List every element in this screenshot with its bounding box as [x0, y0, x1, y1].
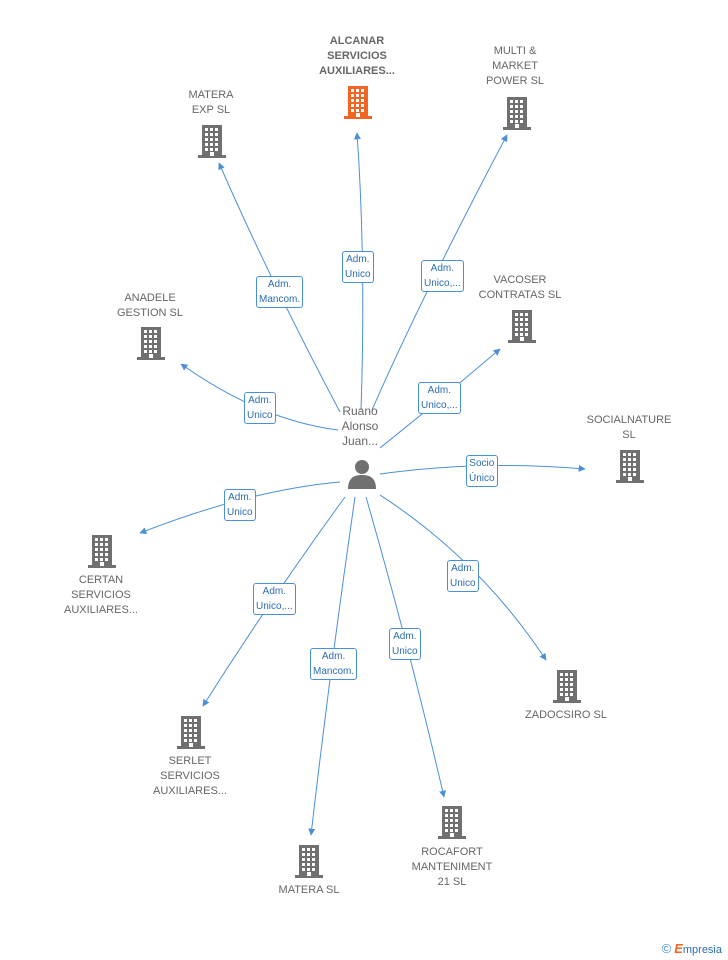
relation-label[interactable]: Adm. Unico	[224, 489, 256, 521]
relation-label[interactable]: Adm. Unico	[342, 251, 374, 283]
footer-brand: ©Empresia	[662, 941, 722, 956]
brand-name: mpresia	[682, 944, 722, 956]
relation-label[interactable]: Adm. Mancom.	[310, 648, 358, 680]
building-icon[interactable]	[293, 843, 325, 884]
building-icon[interactable]	[196, 123, 228, 164]
person-icon	[348, 460, 376, 489]
company-name[interactable]: SERLET SERVICIOS AUXILIARES...	[153, 755, 227, 797]
building-icon[interactable]	[175, 714, 207, 755]
building-icon[interactable]	[135, 325, 167, 366]
relation-label[interactable]: Adm. Unico	[389, 628, 421, 660]
company-name[interactable]: CERTAN SERVICIOS AUXILIARES...	[64, 574, 138, 616]
relation-label[interactable]: Adm. Unico,...	[418, 382, 461, 414]
company-name[interactable]: SOCIALNATURE SL	[586, 414, 672, 441]
company-name[interactable]: ANADELE GESTION SL	[116, 292, 184, 319]
company-name[interactable]: ZADOCSIRO SL	[525, 709, 607, 721]
company-name[interactable]: MULTI & MARKET POWER SL	[485, 45, 545, 87]
building-icon[interactable]	[501, 95, 533, 136]
copyright-icon: ©	[661, 941, 672, 956]
company-name[interactable]: MATERA SL	[278, 884, 340, 896]
company-name[interactable]: MATERA EXP SL	[188, 89, 234, 116]
building-icon[interactable]	[342, 84, 374, 125]
building-icon[interactable]	[86, 533, 118, 574]
building-icon[interactable]	[614, 448, 646, 489]
person-name[interactable]: Ruano Alonso Juan...	[341, 404, 379, 448]
brand-initial: E	[674, 941, 683, 956]
relation-label[interactable]: Adm. Unico	[447, 560, 479, 592]
building-icon[interactable]	[506, 308, 538, 349]
building-icon[interactable]	[436, 804, 468, 845]
relation-label[interactable]: Adm. Mancom.	[256, 276, 304, 308]
relation-label[interactable]: Adm. Unico,...	[421, 260, 464, 292]
building-icon[interactable]	[551, 668, 583, 709]
company-name[interactable]: ROCAFORT MANTENIMENT 21 SL	[411, 846, 493, 888]
relation-label[interactable]: Adm. Unico	[244, 392, 276, 424]
relation-label[interactable]: Socio Único	[466, 455, 498, 487]
company-name[interactable]: ALCANAR SERVICIOS AUXILIARES...	[319, 35, 395, 77]
company-name[interactable]: VACOSER CONTRATAS SL	[478, 274, 562, 301]
relation-label[interactable]: Adm. Unico,...	[253, 583, 296, 615]
